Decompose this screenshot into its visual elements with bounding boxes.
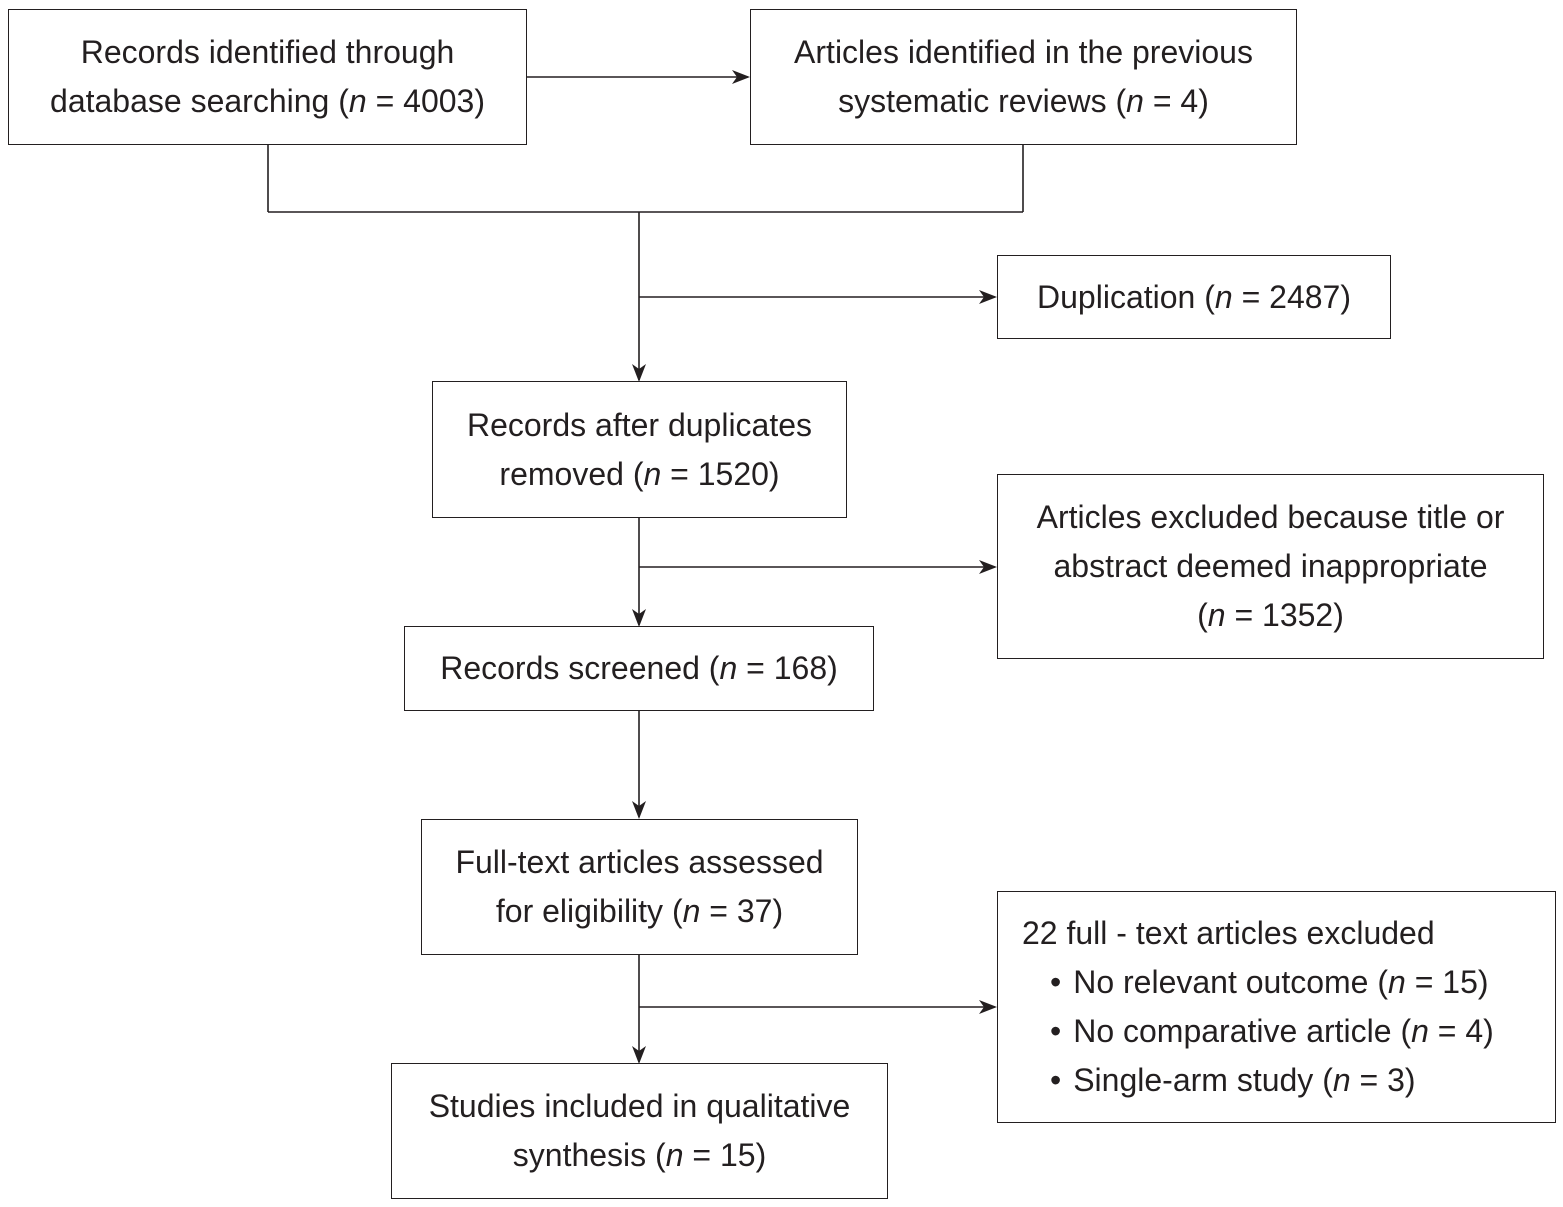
node-text-line: Studies included in qualitative (428, 1088, 851, 1124)
node-studies-included: Studies included in qualitative synthesi… (391, 1063, 888, 1199)
node-title-abstract-excluded: Articles excluded because title or abstr… (997, 474, 1544, 659)
node-after-duplicates: Records after duplicates removed (n = 15… (432, 381, 847, 518)
node-full-text-assessed: Full-text articles assessed for eligibil… (421, 819, 858, 955)
node-text-line: Duplication (n = 2487) (1037, 278, 1351, 315)
node-text-line: Articles identified in the previous (794, 34, 1253, 70)
node-text-line: abstract deemed inappropriate (1053, 548, 1488, 584)
node-text-line: Records screened (n = 168) (440, 650, 838, 686)
bullet-icon: • (1050, 1062, 1062, 1098)
exclusion-reason-list: •No relevant outcome (n = 15) •No compar… (1022, 958, 1494, 1105)
bullet-icon: • (1050, 1013, 1062, 1049)
exclusion-reason-item: •Single-arm study (n = 3) (1050, 1056, 1494, 1105)
node-text-line: synthesis (n = 15) (512, 1137, 767, 1173)
node-text-line: Records identified through (80, 34, 455, 70)
bullet-icon: • (1050, 964, 1062, 1000)
node-full-text-excluded: 22 full - text articles excluded •No rel… (997, 891, 1556, 1123)
node-records-identified: Records identified through database sear… (8, 9, 527, 145)
node-text-line: removed (n = 1520) (499, 455, 780, 492)
node-text-line: Full-text articles assessed (455, 844, 824, 880)
node-heading: 22 full - text articles excluded (1022, 915, 1435, 951)
node-text-line: Articles excluded because title or (1036, 499, 1505, 535)
node-articles-previous: Articles identified in the previous syst… (750, 9, 1297, 145)
node-text-line: database searching (n = 4003) (50, 83, 485, 119)
exclusion-reason-item: •No relevant outcome (n = 15) (1050, 958, 1494, 1007)
exclusion-reason-item: •No comparative article (n = 4) (1050, 1007, 1494, 1056)
node-text-line: for eligibility (n = 37) (495, 893, 784, 929)
node-text-line: Records after duplicates (466, 406, 813, 443)
node-records-screened: Records screened (n = 168) (404, 626, 874, 711)
node-duplication: Duplication (n = 2487) (997, 255, 1391, 339)
node-text-line: (n = 1352) (1197, 597, 1344, 633)
node-text-line: systematic reviews (n = 4) (838, 83, 1209, 119)
